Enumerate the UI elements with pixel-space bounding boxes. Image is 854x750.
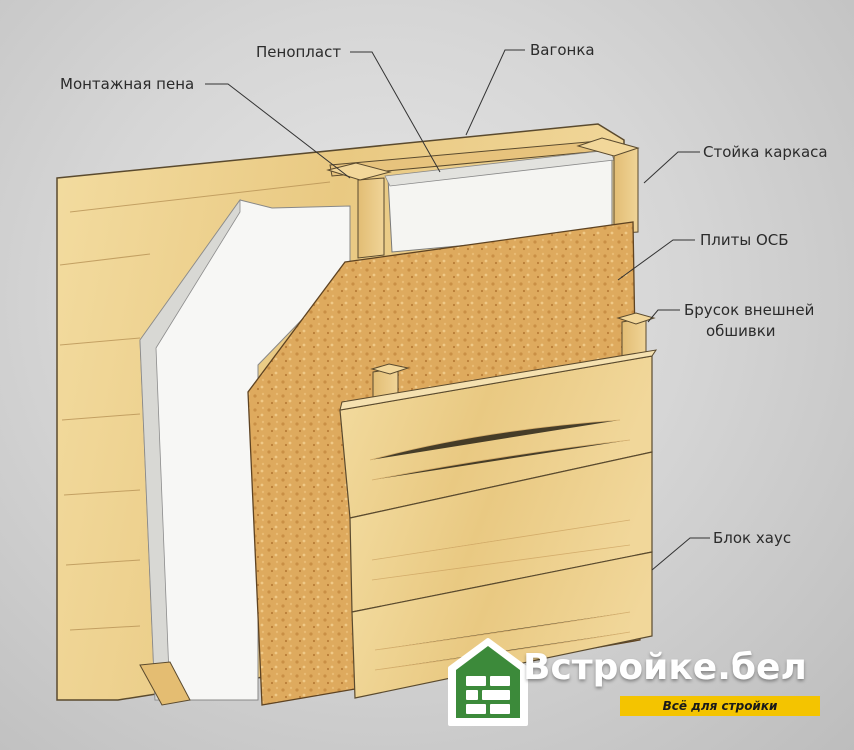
- frame-stud-right: [613, 147, 639, 235]
- montazhnaya-pena-edge: [139, 198, 241, 701]
- logo-name: Встройке.бел: [523, 647, 807, 688]
- label-plity-osb: Плиты ОСБ: [700, 231, 789, 249]
- frame-stud-left: [357, 177, 385, 259]
- frame-stud-left-top: [326, 162, 392, 181]
- vagonka-boards: [59, 181, 331, 631]
- leader-lines: [205, 49, 710, 571]
- bottom-beam: [139, 661, 191, 706]
- block-haus-boards: [339, 349, 658, 699]
- external-batten-left-top: [370, 363, 410, 375]
- label-penoplast: Пенопласт: [256, 43, 342, 61]
- label-montazhnaya-pena: Монтажная пена: [60, 75, 195, 93]
- external-batten-right-top: [616, 312, 656, 325]
- label-vagonka: Вагонка: [530, 41, 595, 59]
- frame-stud-right-top: [576, 137, 640, 157]
- label-stoyka-karkasa: Стойка каркаса: [703, 143, 828, 161]
- label-brusok-line2: обшивки: [706, 322, 776, 340]
- label-blok-haus: Блок хаус: [713, 529, 792, 547]
- logo-tagline: Всё для стройки: [620, 696, 820, 716]
- label-brusok-line1: Брусок внешней: [684, 301, 815, 319]
